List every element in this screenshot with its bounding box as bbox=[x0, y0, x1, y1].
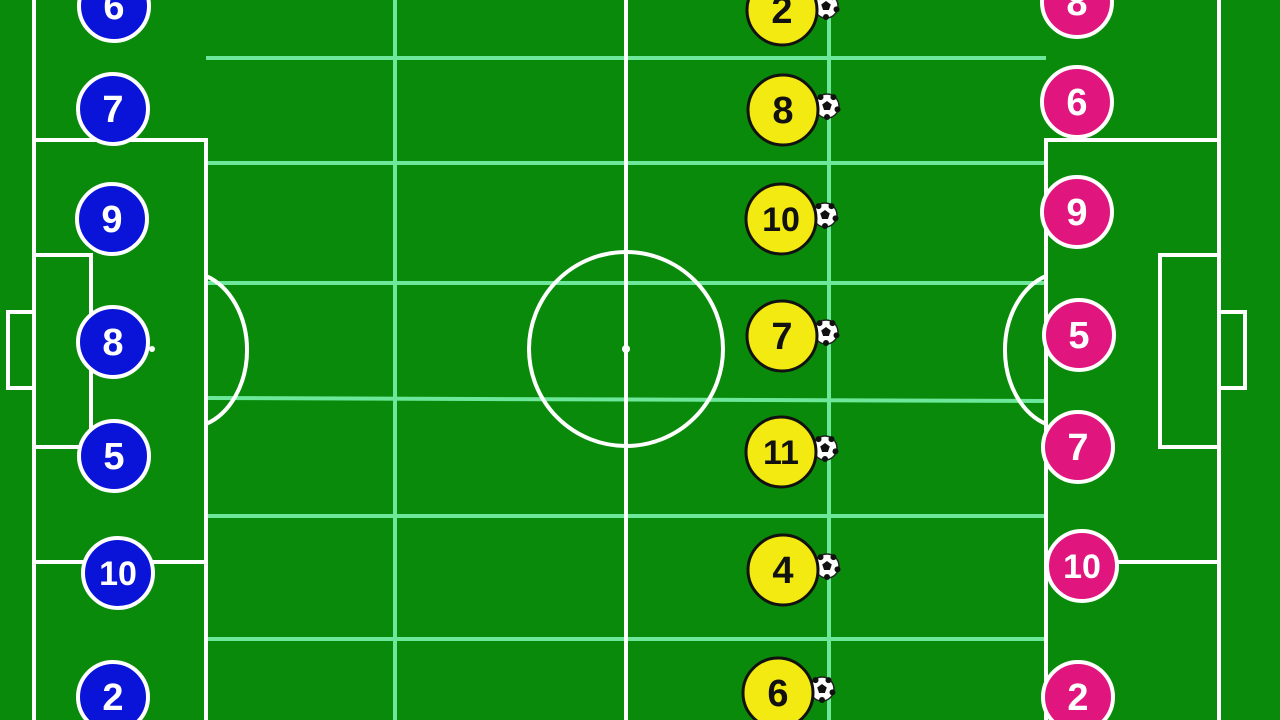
pink-player-disc bbox=[1040, 0, 1114, 39]
yellow-player-token[interactable]: 10 bbox=[744, 182, 839, 256]
blue-player-token[interactable]: 6 bbox=[77, 0, 151, 43]
left-goal bbox=[6, 310, 34, 390]
pink-player-token[interactable]: 6 bbox=[1040, 65, 1114, 139]
blue-player-token[interactable]: 9 bbox=[75, 182, 149, 256]
yellow-player-disc bbox=[745, 299, 819, 373]
yellow-player-number: 6 bbox=[767, 673, 788, 715]
pink-player-number: 6 bbox=[1066, 82, 1087, 124]
soccer-ball-icon bbox=[813, 553, 841, 580]
yellow-player-token[interactable]: 7 bbox=[745, 299, 840, 373]
pink-player-number: 5 bbox=[1068, 315, 1089, 357]
pink-player-token[interactable]: 2 bbox=[1041, 660, 1115, 720]
yellow-player-token[interactable]: 6 bbox=[741, 656, 836, 720]
blue-player-token[interactable]: 7 bbox=[76, 72, 150, 146]
yellow-player-number: 10 bbox=[762, 201, 800, 239]
blue-player-number: 10 bbox=[99, 555, 137, 593]
soccer-ball-icon bbox=[813, 93, 841, 120]
yellow-player-token[interactable]: 11 bbox=[744, 415, 839, 489]
pink-player-disc bbox=[1040, 65, 1114, 139]
pink-player-number: 10 bbox=[1063, 548, 1101, 586]
yellow-player-disc bbox=[741, 656, 815, 720]
pink-player-disc bbox=[1040, 175, 1114, 249]
centre-circle bbox=[527, 250, 725, 448]
yellow-player-number: 4 bbox=[772, 550, 793, 592]
blue-player-number: 9 bbox=[101, 199, 122, 241]
yellow-player-disc bbox=[746, 533, 820, 607]
blue-player-number: 7 bbox=[102, 89, 123, 131]
blue-player-token[interactable]: 5 bbox=[77, 419, 151, 493]
yellow-player-number: 11 bbox=[763, 434, 799, 472]
pink-player-disc bbox=[1042, 298, 1116, 372]
player-tokens: 6 7 9 8 5 10 2 2 8 10 7 11 4 6 8 6 9 5 7 10 2 bbox=[75, 0, 1119, 720]
yellow-player-disc bbox=[746, 73, 820, 147]
blue-player-token[interactable]: 2 bbox=[76, 660, 150, 720]
yellow-player-disc bbox=[744, 415, 818, 489]
right-goal bbox=[1219, 310, 1247, 390]
blue-player-number: 5 bbox=[103, 436, 124, 478]
pink-player-token[interactable]: 7 bbox=[1041, 410, 1115, 484]
yellow-player-number: 8 bbox=[772, 90, 793, 132]
yellow-player-token[interactable]: 4 bbox=[746, 533, 841, 607]
pink-player-number: 9 bbox=[1066, 192, 1087, 234]
blue-player-disc bbox=[75, 182, 149, 256]
pitch-markings bbox=[6, 0, 1247, 720]
blue-player-disc bbox=[77, 0, 151, 43]
blue-player-disc bbox=[81, 536, 155, 610]
blue-player-number: 6 bbox=[103, 0, 124, 28]
yellow-player-token[interactable]: 8 bbox=[746, 73, 841, 147]
blue-player-disc bbox=[77, 419, 151, 493]
blue-player-number: 8 bbox=[102, 322, 123, 364]
pink-player-disc bbox=[1045, 529, 1119, 603]
left-penalty-spot bbox=[149, 346, 155, 352]
blue-player-token[interactable]: 10 bbox=[81, 536, 155, 610]
blue-player-number: 2 bbox=[102, 677, 123, 719]
centre-spot bbox=[622, 345, 630, 353]
yellow-player-number: 2 bbox=[771, 0, 792, 32]
yellow-player-number: 7 bbox=[771, 316, 792, 358]
pink-player-token[interactable]: 10 bbox=[1045, 529, 1119, 603]
pink-player-disc bbox=[1041, 660, 1115, 720]
pink-player-number: 7 bbox=[1067, 427, 1088, 469]
yellow-player-disc bbox=[744, 182, 818, 256]
pink-player-token[interactable]: 9 bbox=[1040, 175, 1114, 249]
blue-player-disc bbox=[76, 305, 150, 379]
blue-player-token[interactable]: 8 bbox=[76, 305, 150, 379]
pink-player-token[interactable]: 8 bbox=[1040, 0, 1114, 39]
yellow-player-disc bbox=[745, 0, 819, 47]
right-penalty-arc bbox=[1003, 274, 1047, 426]
blue-player-disc bbox=[76, 660, 150, 720]
yellow-player-token[interactable]: 2 bbox=[745, 0, 840, 47]
blue-player-disc bbox=[76, 72, 150, 146]
left-penalty-area bbox=[34, 138, 208, 720]
pink-player-number: 8 bbox=[1066, 0, 1087, 24]
right-penalty-area bbox=[1044, 138, 1219, 720]
pink-player-disc bbox=[1041, 410, 1115, 484]
pink-player-token[interactable]: 5 bbox=[1042, 298, 1116, 372]
left-penalty-arc bbox=[205, 274, 249, 426]
right-six-yard-box bbox=[1158, 253, 1219, 449]
pink-player-number: 2 bbox=[1067, 677, 1088, 719]
